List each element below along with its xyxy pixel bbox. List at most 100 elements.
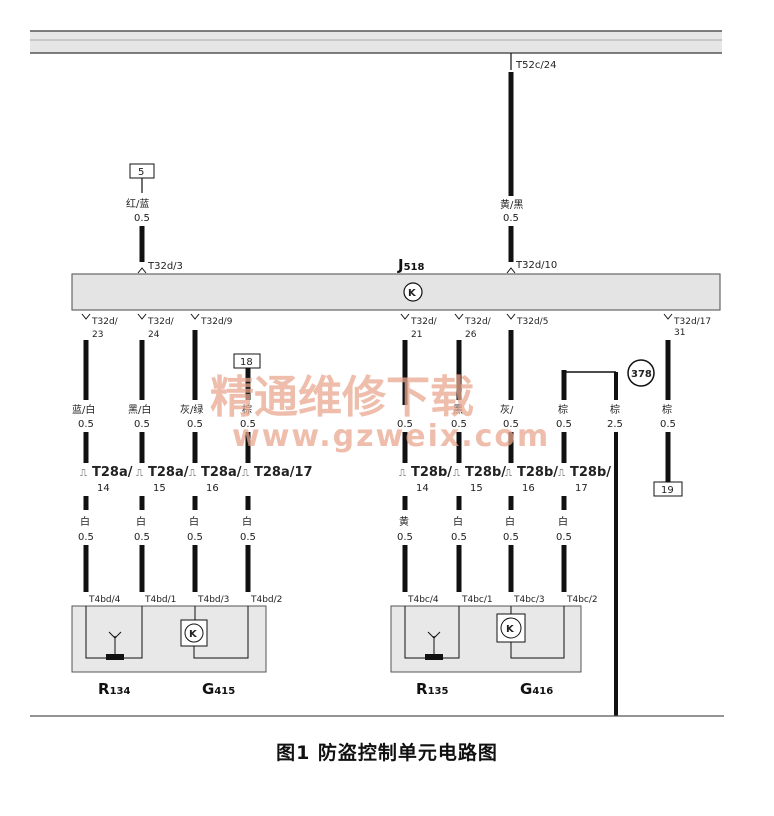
svg-text:T32d/: T32d/ (91, 317, 119, 327)
component-box-left: K R134 G415 (71, 605, 267, 698)
component-g416: G416 (520, 680, 553, 698)
wire-left-2: T32d/ 24 黑/白 0.5 ⎍ T28a/ 15 白 0.5 T4bd/1 (128, 313, 189, 605)
svg-text:0.5: 0.5 (240, 532, 256, 543)
svg-text:白: 白 (80, 515, 90, 528)
top-feed-pin: T52c/24 (515, 60, 556, 71)
svg-text:T4bd/1: T4bd/1 (144, 595, 176, 605)
svg-text:0.5: 0.5 (660, 419, 676, 430)
module-name: J518 (397, 256, 425, 274)
svg-text:0.5: 0.5 (503, 419, 519, 430)
svg-text:0.5: 0.5 (134, 532, 150, 543)
svg-text:⎍: ⎍ (399, 468, 406, 479)
svg-text:白: 白 (558, 515, 568, 528)
svg-text:2.5: 2.5 (607, 419, 623, 430)
module-symbol: K (408, 288, 417, 299)
svg-text:T28b/: T28b/ (570, 465, 611, 480)
svg-text:白: 白 (242, 515, 252, 528)
svg-text:黑/白: 黑/白 (128, 403, 151, 416)
svg-text:T28a/: T28a/ (92, 465, 133, 480)
svg-text:K: K (189, 629, 198, 640)
svg-text:T28b/: T28b/ (517, 465, 558, 480)
svg-text:⎍: ⎍ (453, 468, 460, 479)
svg-text:26: 26 (465, 330, 477, 340)
svg-text:23: 23 (92, 330, 103, 340)
svg-text:⎍: ⎍ (242, 468, 249, 479)
top-feed-color: 黄/黑 (500, 198, 523, 211)
svg-text:www.gzweix.com: www.gzweix.com (232, 419, 550, 454)
immobilizer-coil-icon (500, 617, 522, 639)
svg-text:白: 白 (136, 515, 146, 528)
svg-text:T32d/9: T32d/9 (200, 317, 233, 327)
svg-text:⎍: ⎍ (189, 468, 196, 479)
svg-text:T28a/: T28a/ (148, 465, 189, 480)
svg-text:0.5: 0.5 (556, 419, 572, 430)
svg-text:0.5: 0.5 (503, 532, 519, 543)
svg-text:T28a/: T28a/ (201, 465, 242, 480)
svg-text:0.5: 0.5 (451, 419, 467, 430)
immobilizer-symbol-icon (403, 282, 423, 302)
top-feed-wire: T52c/24 黄/黑 0.5 T32d/10 (500, 53, 557, 274)
svg-text:精通维修下载: 精通维修下载 (210, 372, 474, 423)
svg-text:蓝/白: 蓝/白 (72, 403, 95, 416)
watermark: 精通维修下载 www.gzweix.com (210, 372, 550, 454)
svg-text:31: 31 (674, 328, 685, 338)
svg-text:0.5: 0.5 (187, 532, 203, 543)
svg-text:15: 15 (470, 483, 483, 494)
svg-text:白: 白 (453, 515, 463, 528)
svg-text:⎍: ⎍ (558, 468, 565, 479)
top-bus (30, 30, 722, 54)
svg-text:0.5: 0.5 (78, 532, 94, 543)
svg-text:14: 14 (97, 483, 110, 494)
svg-text:⎍: ⎍ (136, 468, 143, 479)
svg-text:T28b/: T28b/ (411, 465, 452, 480)
top-feed-size: 0.5 (503, 213, 519, 224)
wire-right-2: T32d/ 26 黑 0.5 ⎍ T28b/ 15 白 0.5 T4bc/1 (451, 313, 506, 605)
svg-text:0.5: 0.5 (451, 532, 467, 543)
figure-caption: 图1 防盗控制单元电路图 (276, 742, 498, 764)
svg-text:棕: 棕 (610, 403, 620, 416)
svg-text:T4bc/2: T4bc/2 (566, 595, 598, 605)
left-feed-size: 0.5 (134, 213, 150, 224)
svg-text:24: 24 (148, 330, 160, 340)
ref-5: 5 (138, 167, 144, 178)
top-feed-module-pin: T32d/10 (515, 260, 557, 271)
left-feed-color: 红/蓝 (126, 197, 149, 210)
component-g415: G415 (202, 680, 235, 698)
svg-text:⎍: ⎍ (505, 468, 512, 479)
svg-text:灰/: 灰/ (500, 403, 514, 416)
component-r134: R134 (98, 680, 130, 698)
svg-text:T32d/: T32d/ (410, 317, 438, 327)
component-box-right: K R135 G416 (390, 605, 582, 698)
svg-text:T32d/5: T32d/5 (516, 317, 548, 327)
wire-right-1: T32d/ 21 0.5 ⎍ T28b/ 14 黄 0.5 T4bc/4 (397, 313, 452, 605)
svg-text:15: 15 (153, 483, 166, 494)
wire-far-right: T32d/17 31 棕 0.5 19 (653, 313, 711, 497)
svg-text:T4bd/3: T4bd/3 (197, 595, 229, 605)
antenna-icon (427, 631, 441, 639)
immobilizer-coil-icon (184, 623, 204, 643)
svg-text:0.5: 0.5 (187, 419, 203, 430)
svg-text:0.5: 0.5 (397, 419, 413, 430)
svg-text:0.5: 0.5 (397, 532, 413, 543)
left-feed-module-pin: T32d/3 (147, 261, 183, 272)
svg-text:白: 白 (505, 515, 515, 528)
svg-text:⎍: ⎍ (80, 468, 87, 479)
ref-378: 378 (631, 369, 652, 380)
svg-text:T4bc/4: T4bc/4 (407, 595, 439, 605)
svg-text:白: 白 (189, 515, 199, 528)
svg-text:T4bd/4: T4bd/4 (88, 595, 121, 605)
svg-text:T4bd/2: T4bd/2 (250, 595, 282, 605)
svg-text:T28a/17: T28a/17 (254, 465, 313, 480)
wire-left-4: 18 棕 0.5 ⎍ T28a/17 白 0.5 T4bd/2 (233, 353, 313, 605)
ref-19: 19 (661, 485, 674, 496)
ground-wire: 378 棕 2.5 (564, 359, 655, 716)
svg-text:T4bc/3: T4bc/3 (513, 595, 545, 605)
svg-text:灰/绿: 灰/绿 (180, 403, 203, 416)
svg-text:0.5: 0.5 (78, 419, 94, 430)
svg-text:T32d/: T32d/ (147, 317, 175, 327)
svg-text:棕: 棕 (662, 403, 672, 416)
svg-text:0.5: 0.5 (240, 419, 256, 430)
svg-text:黄: 黄 (399, 515, 409, 528)
module-j518: J518 K (71, 256, 721, 311)
